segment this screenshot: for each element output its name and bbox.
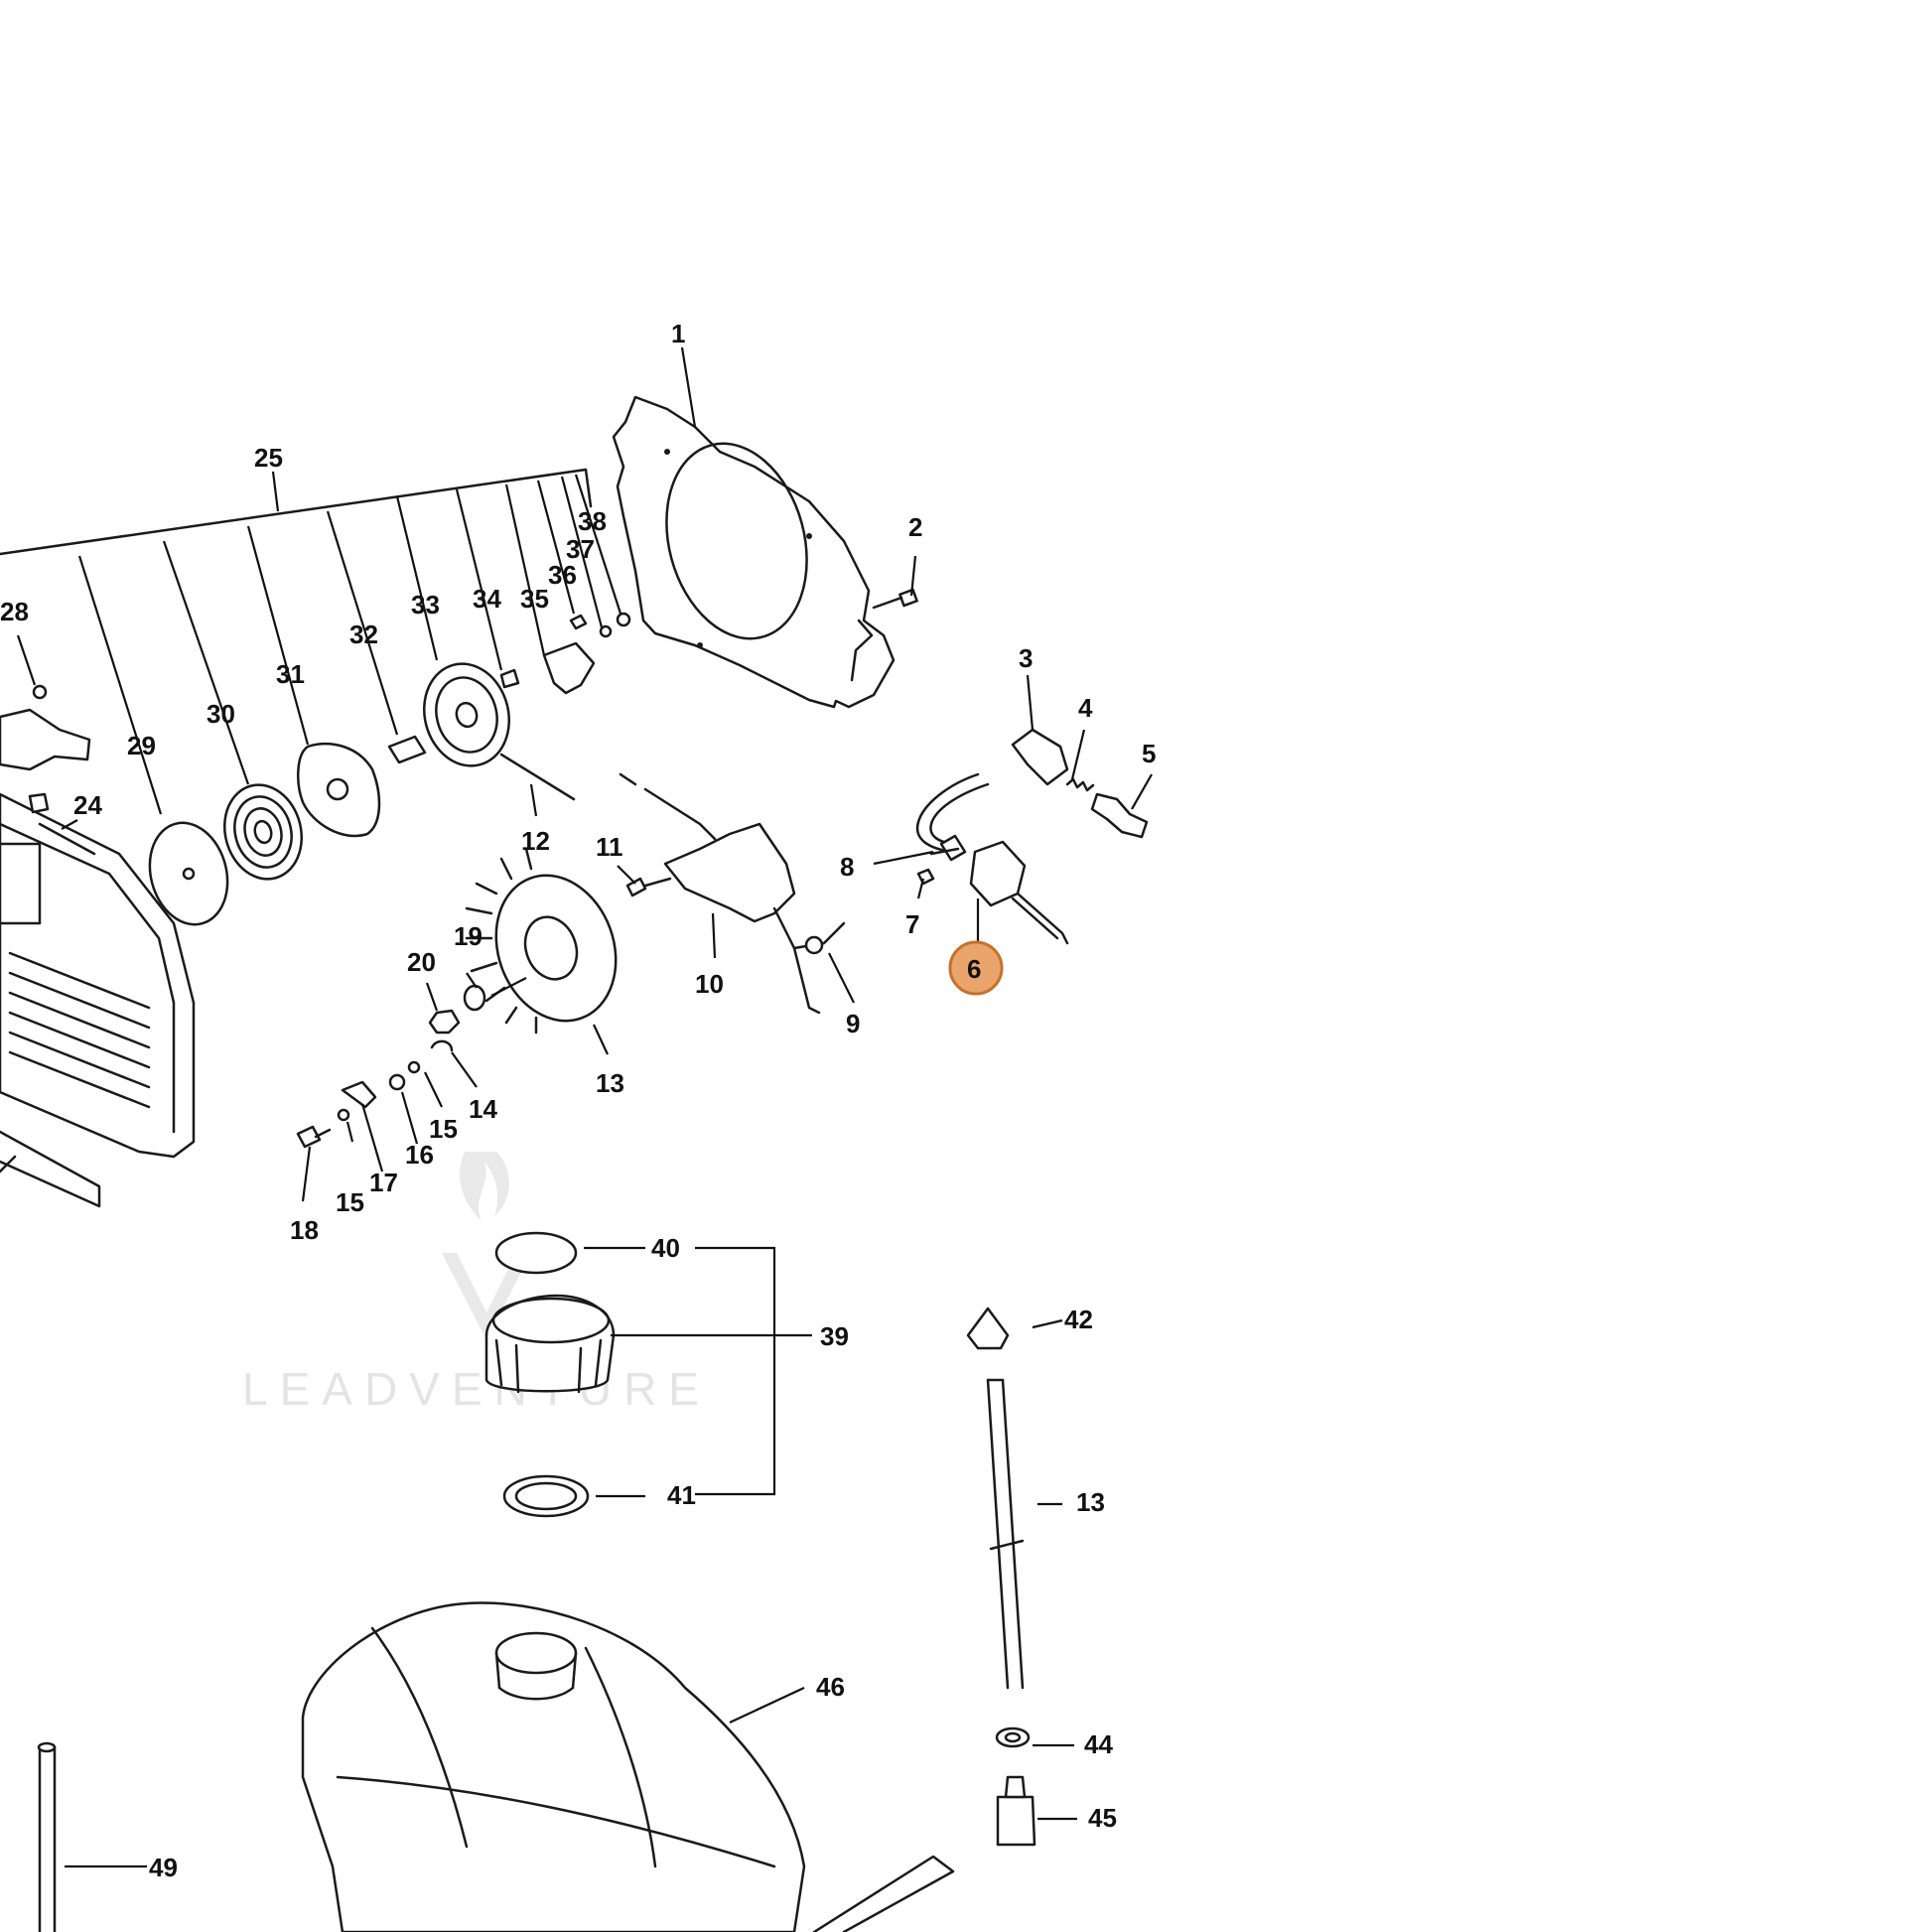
callout-17[interactable]: 17: [369, 1168, 398, 1197]
callout-18[interactable]: 18: [290, 1215, 319, 1245]
callout-31[interactable]: 31: [276, 659, 305, 689]
part-5-spark-plug: [1090, 792, 1149, 839]
part-36-screw: [569, 614, 588, 630]
part-20-nut: [428, 1009, 461, 1035]
callout-32[interactable]: 32: [349, 620, 378, 649]
part-42-grommet: [966, 1307, 1010, 1350]
callout-9[interactable]: 9: [846, 1009, 860, 1038]
callout-40[interactable]: 40: [651, 1233, 680, 1263]
part-32-spacer: [387, 735, 427, 764]
callout-10[interactable]: 10: [695, 969, 724, 999]
callout-12[interactable]: 12: [521, 826, 550, 856]
callout-38[interactable]: 38: [578, 506, 607, 536]
part-10-stator: [619, 772, 846, 1015]
callout-44[interactable]: 44: [1084, 1729, 1113, 1759]
part-13-flywheel: [465, 847, 618, 1035]
callout-39[interactable]: 39: [820, 1321, 849, 1351]
part-strap: [812, 1855, 955, 1932]
callout-37[interactable]: 37: [566, 534, 595, 564]
callout-15-a[interactable]: 15: [429, 1114, 458, 1144]
part-14-clip: [430, 1039, 454, 1052]
part-28-nut: [32, 684, 48, 700]
callout-2[interactable]: 2: [908, 512, 922, 542]
part-41-gasket: [502, 1474, 590, 1518]
part-15-18-hardware: [296, 1060, 421, 1149]
part-37-washer: [599, 624, 613, 638]
part-33-pulley: [423, 662, 576, 801]
callout-11[interactable]: 11: [596, 832, 623, 862]
callout-28[interactable]: 28: [0, 597, 29, 626]
watermark-text: LEADVENTURE: [242, 1363, 711, 1415]
part-25-group-line: [0, 468, 588, 556]
part-49-hose: [37, 1741, 57, 1932]
callout-5[interactable]: 5: [1142, 739, 1156, 768]
callout-15-b[interactable]: 15: [336, 1187, 364, 1217]
part-45-fuel-filter: [996, 1775, 1036, 1847]
callout-20[interactable]: 20: [407, 947, 436, 977]
part-19-washer: [463, 984, 486, 1012]
callout-45[interactable]: 45: [1088, 1803, 1117, 1833]
callout-35[interactable]: 35: [520, 584, 549, 614]
callout-1[interactable]: 1: [671, 319, 685, 348]
part-38-nut: [616, 612, 631, 627]
part-40-o-ring: [494, 1231, 578, 1275]
callout-41[interactable]: 41: [667, 1480, 696, 1510]
part-35-cover: [542, 641, 596, 695]
part-drawings: [0, 395, 1149, 1932]
callout-30[interactable]: 30: [207, 699, 235, 729]
callout-6[interactable]: 6: [967, 954, 981, 984]
callout-24[interactable]: 24: [73, 790, 102, 820]
recoil-starter-housing: [0, 792, 196, 1208]
part-13-fuel-pipe: [986, 1378, 1025, 1690]
part-24-handle: [0, 708, 96, 856]
part-6-ignition-coil: [929, 834, 1069, 945]
callout-3[interactable]: 3: [1019, 643, 1033, 673]
part-2-bolt: [872, 588, 918, 610]
leader-lines: [16, 346, 1153, 1868]
callout-29[interactable]: 29: [127, 731, 156, 760]
callout-labels: 1 2 3 4 5 6 7 8 9 10 11 12 13 13 14 15 1…: [0, 319, 1156, 1882]
part-46-fuel-tank: [301, 1601, 806, 1932]
callout-13-flywheel[interactable]: 13: [596, 1068, 624, 1098]
part-1-cover-plate: [612, 395, 896, 709]
part-3-plug-cap: [915, 728, 1069, 854]
callout-46[interactable]: 46: [816, 1672, 845, 1702]
callout-14[interactable]: 14: [469, 1094, 497, 1124]
callout-8[interactable]: 8: [840, 852, 854, 882]
watermark: LEADVENTURE: [242, 1152, 711, 1415]
part-4-spring: [1065, 777, 1095, 792]
watermark-logo-icon: [442, 1152, 531, 1340]
callout-7[interactable]: 7: [905, 909, 919, 939]
part-44-washer: [995, 1726, 1031, 1748]
callout-19[interactable]: 19: [454, 921, 483, 951]
callout-49[interactable]: 49: [149, 1853, 178, 1882]
part-31-plate: [297, 742, 381, 838]
part-39-fuel-cap: [484, 1294, 616, 1394]
part-30-recoil-spring: [222, 783, 304, 881]
callout-25[interactable]: 25: [254, 443, 283, 473]
callout-33[interactable]: 33: [411, 590, 440, 620]
callout-4[interactable]: 4: [1078, 693, 1093, 723]
part-34-pawl: [499, 668, 520, 689]
callout-6-highlight: [948, 940, 1004, 996]
callout-36[interactable]: 36: [548, 560, 577, 590]
callout-34[interactable]: 34: [473, 584, 501, 614]
callout-13-pipe[interactable]: 13: [1076, 1487, 1105, 1517]
part-7-bolt: [916, 868, 935, 886]
callout-16[interactable]: 16: [405, 1140, 434, 1170]
callout-42[interactable]: 42: [1064, 1305, 1093, 1334]
part-29-disc: [148, 821, 229, 926]
